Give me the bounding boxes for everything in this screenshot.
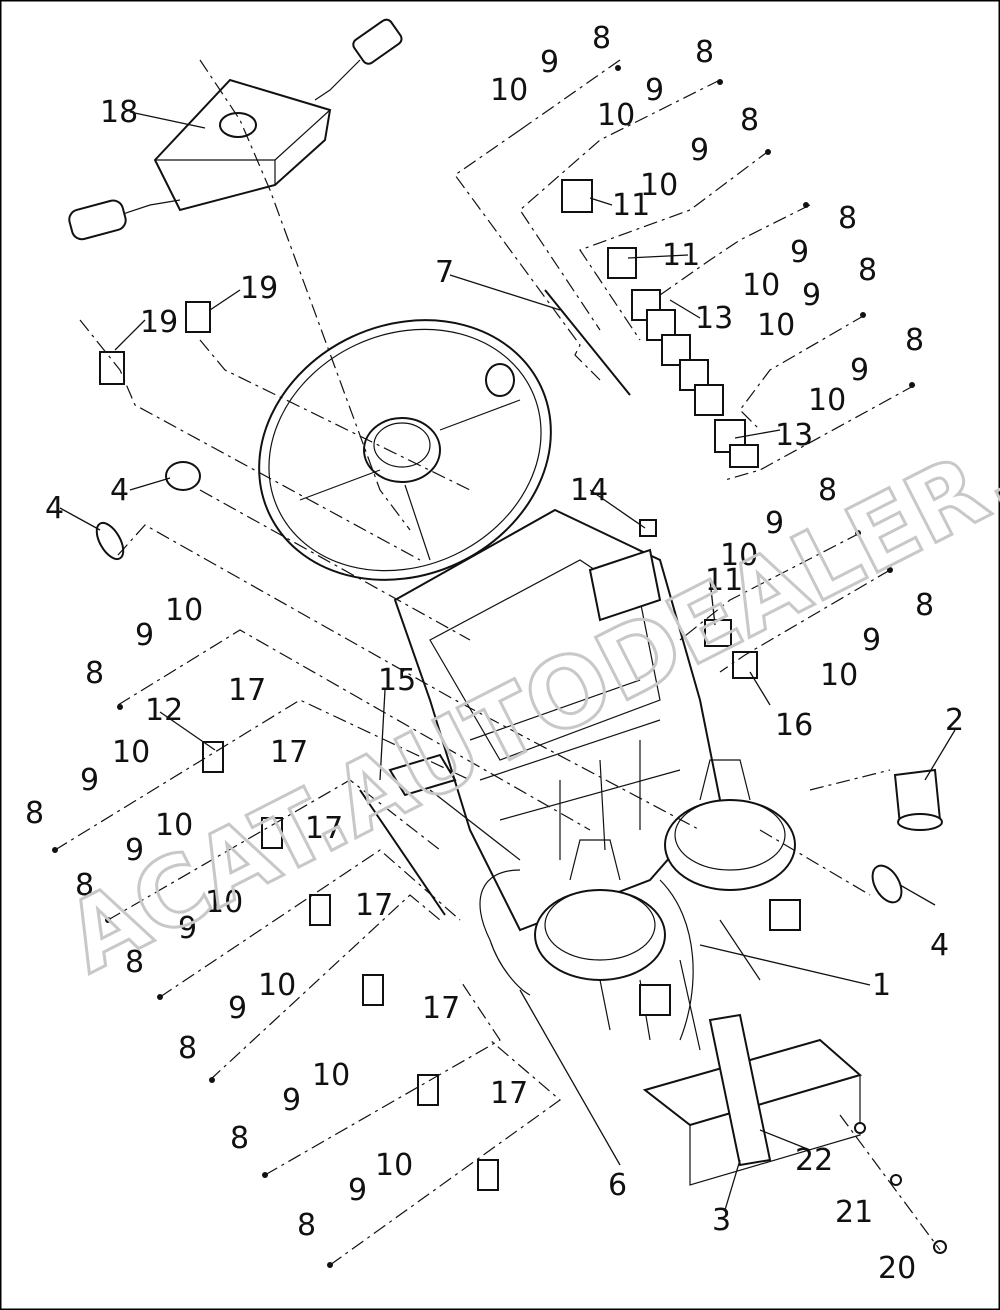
label-9-l2: 9 [80, 763, 99, 798]
label-10-l6: 10 [312, 1058, 350, 1093]
label-8-r5: 8 [858, 253, 877, 288]
label-10-r2: 10 [597, 98, 635, 133]
label-21: 21 [835, 1195, 873, 1230]
label-12: 12 [145, 693, 183, 728]
label-17-b: 17 [270, 735, 308, 770]
label-11-mid: 11 [662, 238, 700, 273]
label-16: 16 [775, 708, 813, 743]
label-9-l7: 9 [348, 1173, 367, 1208]
screw-21 [890, 1174, 902, 1186]
label-9-l3: 9 [125, 833, 144, 868]
label-9-r3: 9 [690, 133, 709, 168]
label-17-a: 17 [228, 673, 266, 708]
switch-11-mid [607, 247, 637, 279]
switch-11-upper [561, 179, 593, 213]
label-10-l1: 10 [165, 593, 203, 628]
label-14: 14 [570, 473, 608, 508]
screw-20 [933, 1240, 947, 1254]
label-4-left: 4 [45, 491, 64, 526]
label-10-l4: 10 [205, 885, 243, 920]
label-22: 22 [795, 1143, 833, 1178]
label-4-right: 4 [930, 928, 949, 963]
label-10-l7: 10 [375, 1148, 413, 1183]
part-number-labels: 18 19 19 4 4 4 7 11 11 11 13 13 14 15 16… [25, 21, 964, 1286]
grommet-left [95, 521, 125, 561]
label-17-c: 17 [305, 811, 343, 846]
label-8-r1: 8 [592, 21, 611, 56]
switch-16 [732, 651, 758, 679]
plate-7 [544, 289, 631, 396]
label-18: 18 [100, 95, 138, 130]
label-9-r7: 9 [765, 506, 784, 541]
label-9-r6: 9 [850, 353, 869, 388]
label-17-e: 17 [422, 991, 460, 1026]
label-4-upper: 4 [110, 473, 129, 508]
label-8-l2: 8 [25, 796, 44, 831]
label-9-r4: 9 [790, 235, 809, 270]
label-10-r7: 10 [720, 538, 758, 573]
combination-switch [68, 18, 403, 241]
label-9-l4: 9 [178, 911, 197, 946]
label-8-l5: 8 [178, 1031, 197, 1066]
label-13-lower: 13 [775, 418, 813, 453]
label-2: 2 [945, 703, 964, 738]
label-3: 3 [712, 1203, 731, 1238]
label-17-f: 17 [490, 1076, 528, 1111]
label-8-r4: 8 [838, 201, 857, 236]
label-10-r3: 10 [640, 168, 678, 203]
label-10-r1: 10 [490, 73, 528, 108]
label-9-r8: 9 [862, 623, 881, 658]
bracket-assembly [642, 1013, 863, 1186]
label-8-l1: 8 [85, 656, 104, 691]
label-8-r6: 8 [905, 323, 924, 358]
label-19-right: 19 [240, 271, 278, 306]
label-9-l5: 9 [228, 991, 247, 1026]
label-8-l6: 8 [230, 1121, 249, 1156]
label-8-r8: 8 [915, 588, 934, 623]
label-9-r2: 9 [645, 73, 664, 108]
label-17-d: 17 [355, 888, 393, 923]
label-10-r5: 10 [757, 308, 795, 343]
connector-19-left [99, 351, 125, 385]
label-10-l3: 10 [155, 808, 193, 843]
label-8-r7: 8 [818, 473, 837, 508]
label-15: 15 [378, 663, 416, 698]
label-9-l1: 9 [135, 618, 154, 653]
label-7: 7 [435, 255, 454, 290]
label-9-r1: 9 [540, 45, 559, 80]
label-1: 1 [872, 968, 891, 1003]
switch-11-lower [704, 619, 732, 647]
fastener-screws [52, 65, 915, 1268]
steering-column-assembly [258, 319, 801, 1051]
grommet-upper [165, 461, 201, 491]
label-8-r3: 8 [740, 103, 759, 138]
label-10-r4: 10 [742, 268, 780, 303]
relay-stack [631, 289, 759, 468]
label-11-lower: 11 [705, 563, 743, 598]
label-10-l2: 10 [112, 735, 150, 770]
label-13-upper: 13 [695, 301, 733, 336]
assembly-paths [54, 59, 941, 1266]
label-9-l6: 9 [282, 1083, 301, 1118]
label-8-l7: 8 [297, 1208, 316, 1243]
grommet-right [871, 864, 903, 904]
label-8-l4: 8 [125, 945, 144, 980]
label-10-l5: 10 [258, 968, 296, 1003]
connector-19-right [185, 301, 211, 333]
label-8-l3: 8 [75, 868, 94, 903]
label-9-r5: 9 [802, 278, 821, 313]
label-20: 20 [878, 1251, 916, 1286]
label-10-r8: 10 [820, 658, 858, 693]
label-8-r2: 8 [695, 35, 714, 70]
label-11-upper: 11 [612, 188, 650, 223]
label-leaders [59, 111, 956, 1211]
screw-22 [854, 1122, 866, 1134]
label-10-r6: 10 [808, 383, 846, 418]
label-19-left: 19 [140, 305, 178, 340]
label-6: 6 [608, 1168, 627, 1203]
indicator-lamps [202, 741, 499, 1191]
